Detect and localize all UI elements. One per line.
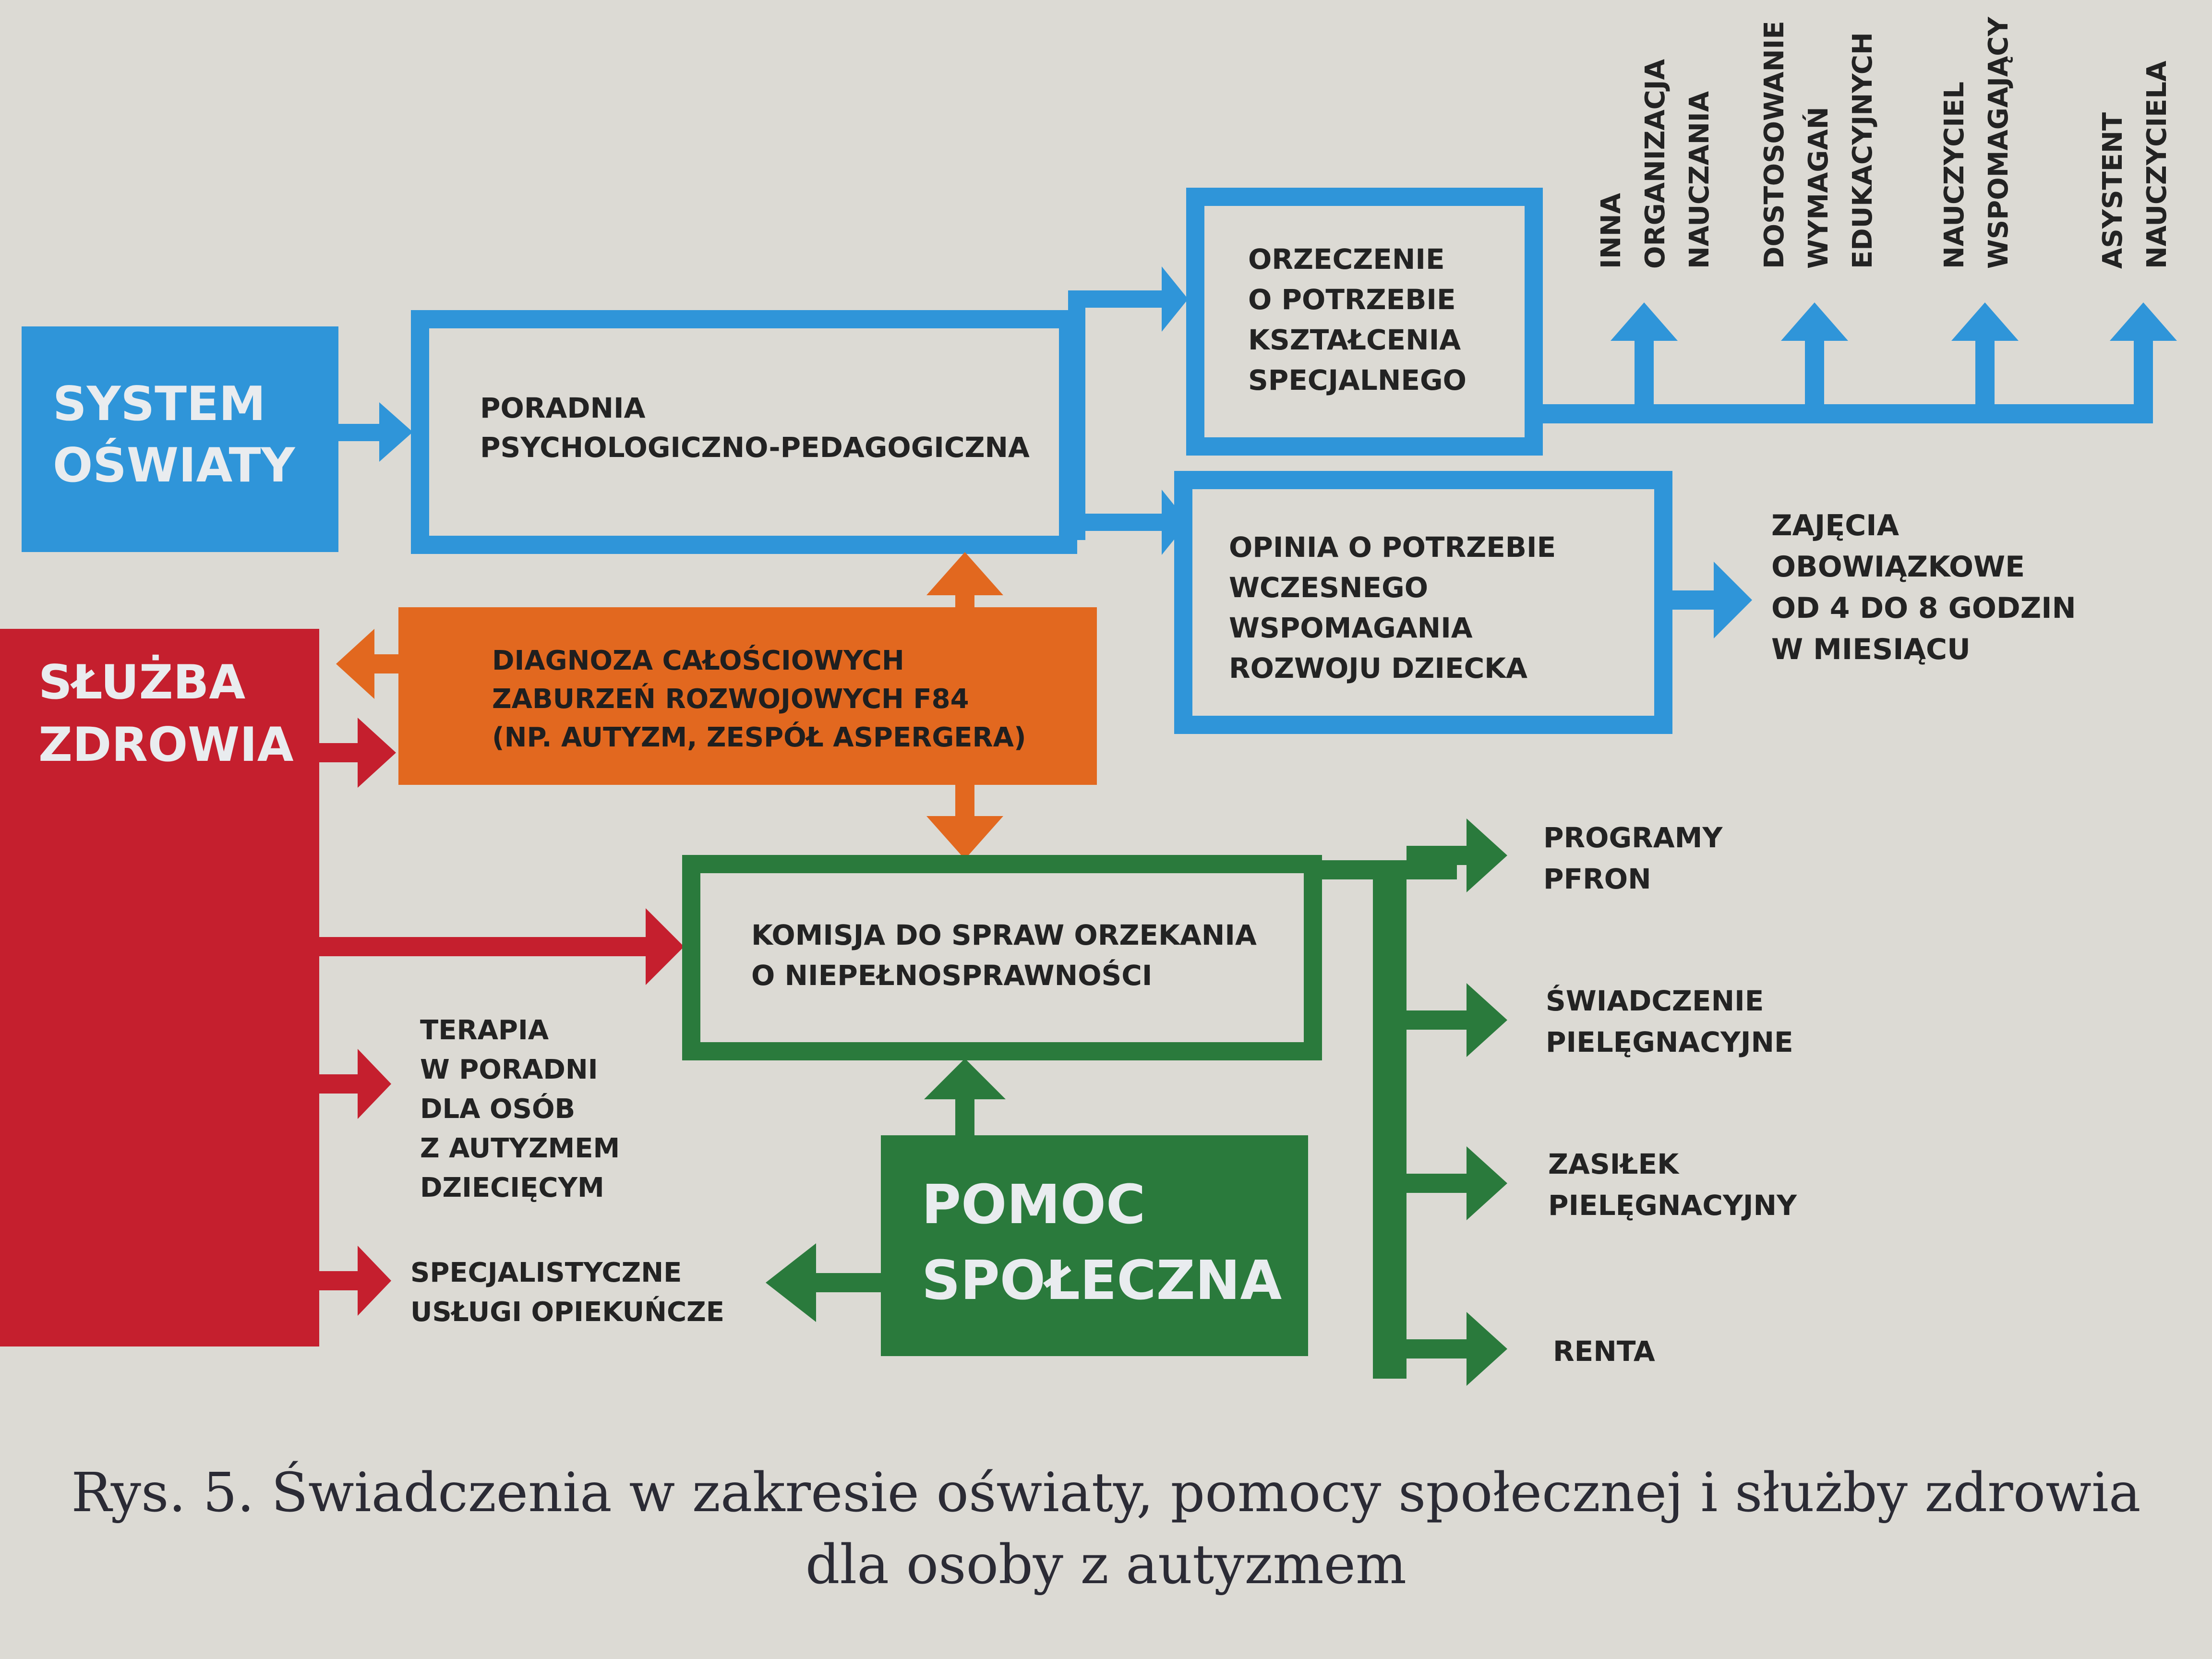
caption-line-2: dla osoby z autyzmem [805,1534,1407,1596]
label-asystent-nauczyciela: ASYSTENT NAUCZYCIELA [2097,60,2173,269]
arrow-sluzba-to-terapia [319,1049,391,1119]
arrow-to-renta [1387,1312,1507,1386]
zajecia-label: ZAJĘCIA OBOWIĄZKOWE OD 4 DO 8 GODZIN W M… [1771,509,2086,666]
connector-benefits-vertical-right [1387,860,1407,1379]
label-inna-organizacja: INNA ORGANIZACJA NAUCZANIA [1596,50,1715,269]
arrow-up-nauczyciel [1951,302,2019,413]
programy-label: PROGRAMY PFRON [1543,821,1732,895]
arrow-diagnoza-to-komisja [926,782,1003,859]
education-section: SYSTEM OŚWIATY PORADNIA PSYCHOLOGICZNO-P… [22,12,2177,734]
pomoc-spoleczna-box [881,1135,1308,1356]
arrow-poradnia-to-opinia [1068,490,1188,555]
label-nauczyciel-wspomagajacy: NAUCZYCIEL WSPOMAGAJĄCY [1939,16,2014,269]
caption-line-1: Rys. 5. Świadczenia w zakresie oświaty, … [71,1462,2141,1524]
connector-poradnia-vertical [1068,290,1085,540]
swiadczenie-label: ŚWIADCZENIE PIELĘGNACYJNE [1546,984,1793,1058]
figure-caption: Rys. 5. Świadczenia w zakresie oświaty, … [0,1457,2212,1601]
social-section: KOMISJA DO SPRAW ORZEKANIA O NIEPEŁNOSPR… [682,818,1797,1386]
terapia-label: TERAPIA W PORADNI DLA OSÓB Z AUTYZMEM DZ… [420,1015,629,1203]
arrow-pomoc-to-specjalistyczne [766,1243,881,1322]
arrow-up-inna [1611,302,1678,413]
arrow-to-zasilek [1407,1146,1507,1220]
arrow-sluzba-to-komisja [319,908,684,985]
renta-label: RENTA [1553,1335,1655,1368]
arrow-poradnia-to-orzeczenie [1068,266,1188,332]
orzeczenie-box [1186,188,1543,456]
arrow-up-asystent [2110,302,2177,413]
diagnoza-box [398,607,1097,785]
arrow-up-dostosowanie [1781,302,1848,413]
arrow-diagnoza-to-sluzba [336,629,403,699]
komisja-box [682,855,1322,1060]
arrow-opinia-to-zajecia [1663,562,1752,638]
specjalistyczne-label: SPECJALISTYCZNE USŁUGI OPIEKUŃCZE [410,1257,724,1328]
arrow-pomoc-to-komisja [924,1058,1006,1142]
health-section: SŁUŻBA ZDROWIA TERAPIA W PORADNI DLA OSÓ… [0,629,724,1346]
sluzba-zdrowia-box [0,629,319,1346]
zasilek-label: ZASIŁEK PIELĘGNACYJNY [1548,1148,1797,1222]
arrow-to-swiadczenie [1407,983,1507,1057]
diagnoza-label: DIAGNOZA CAŁOŚCIOWYCH ZABURZEŃ ROZWOJOWY… [492,645,1026,753]
system-oswiaty-box [22,326,338,552]
arrow-sluzba-to-diagnoza [319,718,396,788]
arrow-sluzba-to-specjalistyczne [319,1246,391,1316]
diagnosis-section: DIAGNOZA CAŁOŚCIOWYCH ZABURZEŃ ROZWOJOWY… [336,552,1097,859]
system-oswiaty-label: SYSTEM OŚWIATY [53,377,296,493]
orzeczenie-label: ORZECZENIE O POTRZEBIE KSZTAŁCENIA SPECJ… [1248,243,1470,397]
connector-orzeczenie-bus [1534,404,2153,423]
arrow-system-to-poradnia [338,402,413,462]
arrow-to-programy [1407,818,1507,892]
pomoc-spoleczna-label: POMOC SPOŁECZNA [922,1174,1282,1312]
label-dostosowanie-wymagan: DOSTOSOWANIE WYMAGAŃ EDUKACYJNYCH [1759,12,1878,269]
komisja-label: KOMISJA DO SPRAW ORZEKANIA O NIEPEŁNOSPR… [751,919,1266,992]
opinia-label: OPINIA O POTRZEBIE WCZESNEGO WSPOMAGANIA… [1229,531,1565,685]
poradnia-label: PORADNIA PSYCHOLOGICZNO-PEDAGOGICZNA [480,392,1030,464]
sluzba-zdrowia-label: SŁUŻBA ZDROWIA [38,655,294,772]
